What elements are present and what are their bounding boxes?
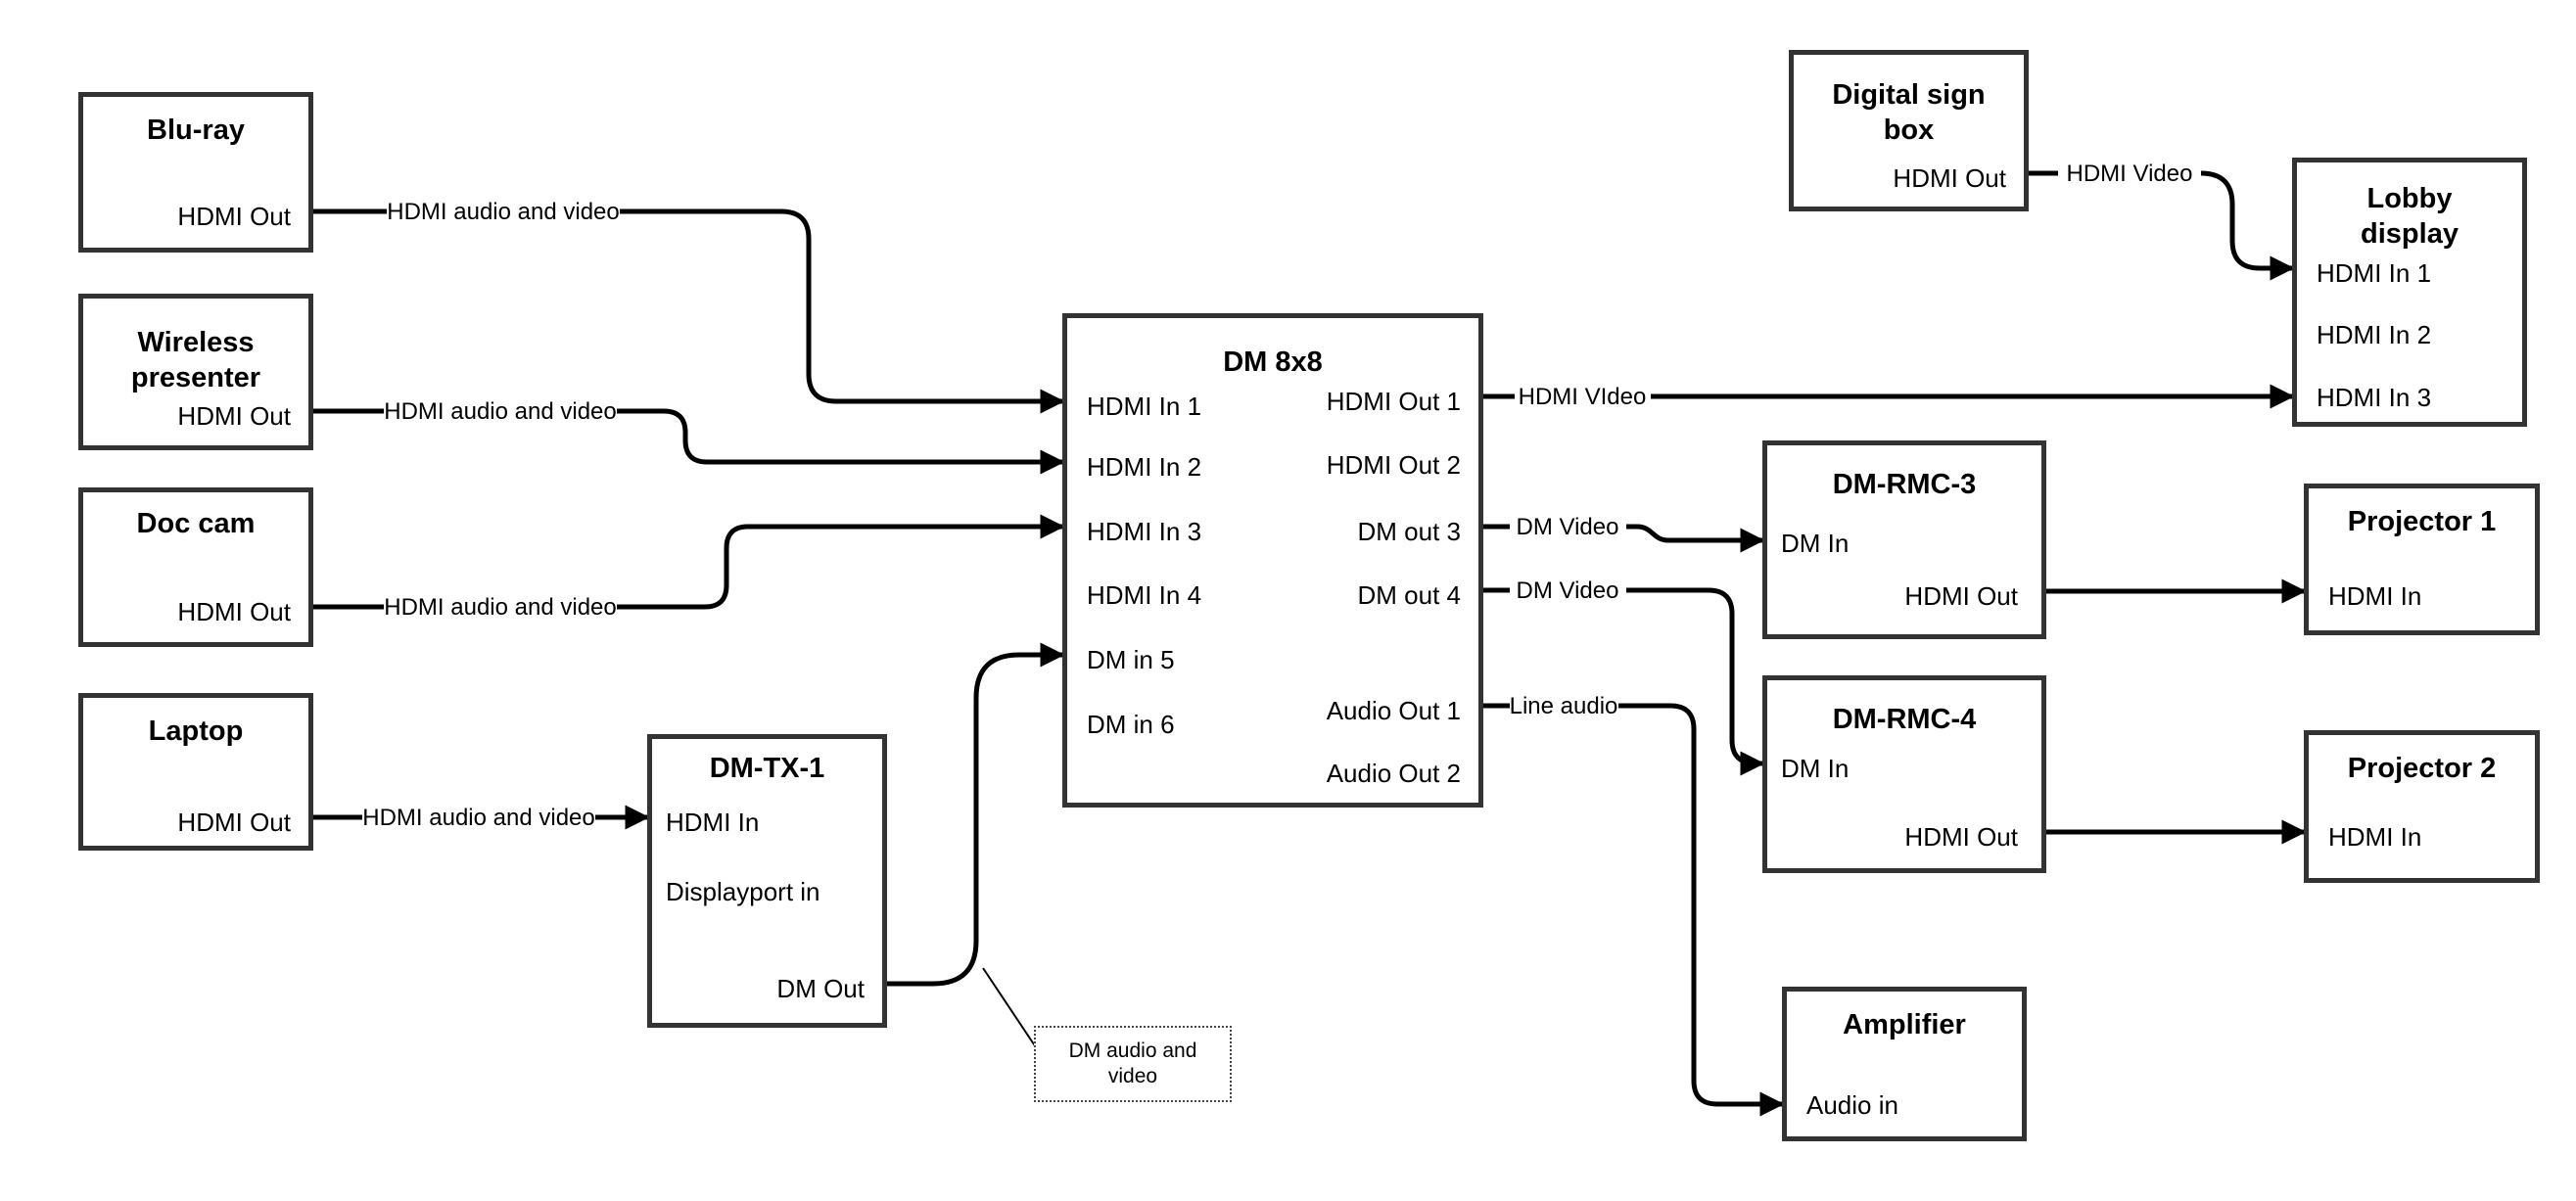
- node-projector-1: Projector 1 HDMI In: [2304, 484, 2540, 635]
- node-bluray-title: Blu-ray: [147, 115, 245, 146]
- port-dm8x8-dm-out-4: DM out 4: [1357, 580, 1462, 610]
- port-dm8x8-hdmi-out-1: HDMI Out 1: [1326, 387, 1461, 416]
- edge-wireless-to-dm8x8-b: [617, 408, 1065, 475]
- edge-dm8x8-to-dmrmc4-b: [1626, 587, 1765, 776]
- edge-digitalsign-to-lobby-b: [2200, 170, 2295, 281]
- port-wireless-hdmi-out: HDMI Out: [177, 401, 291, 431]
- node-dmrmc4-title: DM-RMC-4: [1832, 704, 1977, 735]
- node-lobby-display: Lobby display HDMI In 1 HDMI In 2 HDMI I…: [2292, 158, 2527, 427]
- node-amplifier-title: Amplifier: [1843, 1009, 1966, 1040]
- node-digitalsign-title: Digital sign box: [1832, 79, 1986, 146]
- node-dm-rmc-4: DM-RMC-4 DM In HDMI Out: [1762, 675, 2046, 873]
- node-doc-cam: Doc cam HDMI Out: [78, 487, 313, 647]
- port-projector1-hdmi-in: HDMI In: [2328, 581, 2422, 611]
- edge-label-laptop: HDMI audio and video: [362, 805, 594, 831]
- node-bluray: Blu-ray HDMI Out: [78, 92, 313, 253]
- edge-label-hdmi-video-sign: HDMI Video: [2067, 161, 2193, 187]
- port-dmrmc4-dm-in: DM In: [1781, 754, 1850, 783]
- edge-label-dm-video-3: DM Video: [1517, 514, 1619, 540]
- port-projector2-hdmi-in: HDMI In: [2328, 822, 2422, 852]
- node-dm8x8-title: DM 8x8: [1223, 346, 1323, 378]
- port-lobby-hdmi-in-3: HDMI In 3: [2317, 383, 2432, 412]
- node-dmtx1-title: DM-TX-1: [709, 753, 825, 784]
- port-dm8x8-hdmi-in-2: HDMI In 2: [1087, 452, 1202, 482]
- node-dmrmc3-title: DM-RMC-3: [1832, 469, 1977, 500]
- edge-dm8x8-to-amplifier-b: [1618, 703, 1785, 1117]
- port-dm8x8-dm-in-6: DM in 6: [1087, 710, 1175, 739]
- callout-dm-audio-and-video: DM audio and video: [1034, 1026, 1232, 1102]
- node-projector1-title: Projector 1: [2347, 506, 2497, 537]
- node-wireless-presenter: Wireless presenter HDMI Out: [78, 294, 313, 450]
- port-dmtx1-dm-out: DM Out: [776, 974, 865, 1003]
- port-dm8x8-hdmi-in-3: HDMI In 3: [1087, 517, 1202, 546]
- node-doccam-title: Doc cam: [136, 508, 256, 539]
- edge-label-dm-video-4: DM Video: [1517, 577, 1619, 604]
- port-bluray-hdmi-out: HDMI Out: [177, 202, 291, 231]
- node-dm-8x8: DM 8x8 HDMI In 1 HDMI In 2 HDMI In 3 HDM…: [1062, 313, 1483, 808]
- port-laptop-hdmi-out: HDMI Out: [177, 808, 291, 837]
- node-dm-rmc-3: DM-RMC-3 DM In HDMI Out: [1762, 440, 2046, 639]
- port-dm8x8-dm-in-5: DM in 5: [1087, 645, 1175, 674]
- node-projector2-title: Projector 2: [2347, 753, 2497, 784]
- edge-label-doccam: HDMI audio and video: [384, 594, 616, 621]
- port-lobby-hdmi-in-2: HDMI In 2: [2317, 320, 2432, 349]
- edge-label-bluray: HDMI audio and video: [387, 199, 619, 225]
- edge-dmtx1-to-dm8x8: [887, 642, 1065, 987]
- edge-label-wireless: HDMI audio and video: [384, 398, 616, 425]
- port-dm8x8-hdmi-in-1: HDMI In 1: [1087, 392, 1202, 421]
- port-amplifier-audio-in: Audio in: [1806, 1090, 1898, 1120]
- port-dm8x8-audio-out-1: Audio Out 1: [1326, 696, 1461, 725]
- port-dmtx1-displayport-in: Displayport in: [666, 877, 820, 906]
- node-laptop-title: Laptop: [148, 716, 244, 747]
- port-dm8x8-audio-out-2: Audio Out 2: [1326, 759, 1461, 788]
- port-dmrmc3-hdmi-out: HDMI Out: [1904, 581, 2018, 611]
- port-dm8x8-dm-out-3: DM out 3: [1357, 517, 1462, 546]
- port-dmrmc3-dm-in: DM In: [1781, 529, 1850, 558]
- edge-label-line-audio: Line audio: [1510, 693, 1618, 719]
- edge-doccam-to-dm8x8-b: [617, 514, 1065, 610]
- port-doccam-hdmi-out: HDMI Out: [177, 597, 291, 626]
- node-laptop: Laptop HDMI Out: [78, 693, 313, 851]
- port-digitalsign-hdmi-out: HDMI Out: [1893, 163, 2006, 193]
- callout-leader-line: [982, 967, 1037, 1048]
- node-wireless-title: Wireless presenter: [130, 327, 261, 393]
- node-projector-2: Projector 2 HDMI In: [2304, 730, 2540, 883]
- port-lobby-hdmi-in-1: HDMI In 1: [2317, 258, 2432, 288]
- edge-bluray-to-dm8x8-b: [620, 208, 1065, 414]
- edge-label-hdmi-video-lobby: HDMI VIdeo: [1519, 384, 1647, 410]
- port-dm8x8-hdmi-in-4: HDMI In 4: [1087, 580, 1202, 610]
- port-dmrmc4-hdmi-out: HDMI Out: [1904, 822, 2018, 852]
- port-dm8x8-hdmi-out-2: HDMI Out 2: [1326, 450, 1461, 480]
- node-amplifier: Amplifier Audio in: [1782, 987, 2027, 1141]
- node-dm-tx-1: DM-TX-1 HDMI In Displayport in DM Out: [647, 734, 887, 1028]
- port-dmtx1-hdmi-in: HDMI In: [666, 808, 760, 837]
- node-digital-sign-box: Digital sign box HDMI Out: [1789, 50, 2029, 211]
- edge-dm8x8-to-dmrmc3-b: [1626, 524, 1765, 553]
- node-lobby-title: Lobby display: [2361, 183, 2459, 250]
